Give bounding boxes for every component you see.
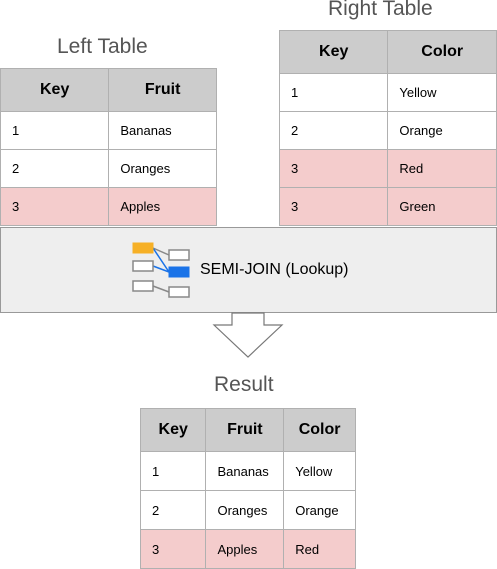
cell-color: Orange <box>387 111 497 150</box>
cell-color: Green <box>387 187 497 226</box>
cell-key: 1 <box>0 111 110 150</box>
right-table-title: Right Table <box>328 0 433 20</box>
cell-key: 3 <box>0 187 110 226</box>
result-table: Key Fruit Color 1 Bananas Yellow 2 Orang… <box>139 408 356 569</box>
table-row: 2 Oranges <box>0 149 217 188</box>
cell-fruit: Apples <box>205 529 285 569</box>
column-header-fruit: Fruit <box>108 68 217 112</box>
table-row: 1 Yellow <box>278 73 497 112</box>
right-table: Key Color 1 Yellow 2 Orange 3 Red 3 Gree… <box>278 30 497 226</box>
cell-color: Red <box>387 149 497 188</box>
cell-key: 2 <box>278 111 389 150</box>
column-header-color: Color <box>283 408 356 452</box>
down-arrow-icon <box>212 312 284 358</box>
column-header-key: Key <box>139 408 207 452</box>
column-header-key: Key <box>278 30 389 74</box>
cell-color: Red <box>283 529 356 569</box>
cell-fruit: Bananas <box>205 451 285 491</box>
table-row-matched: 3 Green <box>278 187 497 226</box>
table-header-row: Key Fruit Color <box>139 408 356 452</box>
column-header-key: Key <box>0 68 110 112</box>
cell-color: Orange <box>283 490 356 530</box>
cell-fruit: Oranges <box>205 490 285 530</box>
table-header-row: Key Color <box>278 30 497 74</box>
table-row-matched: 3 Apples Red <box>139 529 356 569</box>
cell-fruit: Oranges <box>108 149 217 188</box>
cell-key: 3 <box>278 187 389 226</box>
operation-label: SEMI-JOIN (Lookup) <box>200 261 349 278</box>
table-row: 1 Bananas Yellow <box>139 451 356 491</box>
column-header-fruit: Fruit <box>205 408 285 452</box>
left-table-title: Left Table <box>57 35 148 58</box>
cell-key: 1 <box>139 451 207 491</box>
table-row: 2 Oranges Orange <box>139 490 356 530</box>
cell-key: 1 <box>278 73 389 112</box>
cell-key: 3 <box>139 529 207 569</box>
join-icon <box>132 242 190 298</box>
column-header-color: Color <box>387 30 497 74</box>
table-row: 1 Bananas <box>0 111 217 150</box>
table-row: 2 Orange <box>278 111 497 150</box>
result-table-title: Result <box>214 373 274 396</box>
cell-fruit: Bananas <box>108 111 217 150</box>
left-table: Key Fruit 1 Bananas 2 Oranges 3 Apples <box>0 68 217 226</box>
operation-banner: SEMI-JOIN (Lookup) <box>0 227 497 313</box>
cell-color: Yellow <box>283 451 356 491</box>
cell-key: 2 <box>139 490 207 530</box>
table-row-matched: 3 Red <box>278 149 497 188</box>
table-header-row: Key Fruit <box>0 68 217 112</box>
cell-key: 3 <box>278 149 389 188</box>
cell-fruit: Apples <box>108 187 217 226</box>
cell-color: Yellow <box>387 73 497 112</box>
cell-key: 2 <box>0 149 110 188</box>
table-row-matched: 3 Apples <box>0 187 217 226</box>
